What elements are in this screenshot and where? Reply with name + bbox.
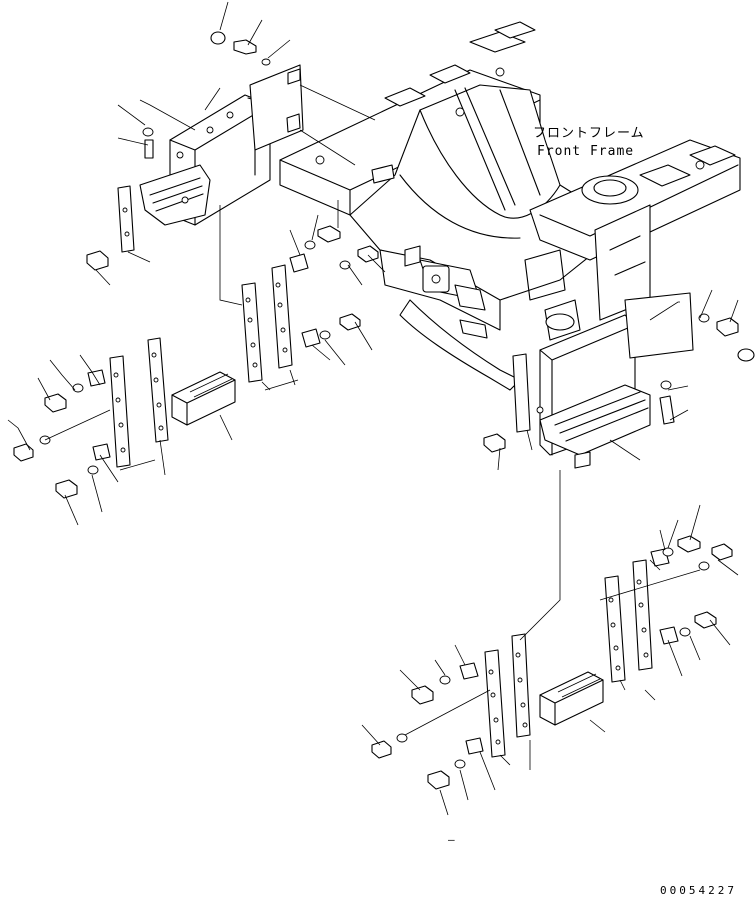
frame-label: フロントフレーム Front Frame — [533, 126, 645, 159]
left-step-assembly — [117, 64, 304, 253]
drawing-number: 00054227 — [660, 884, 737, 897]
front-frame — [279, 21, 741, 391]
right-step-brackets — [459, 548, 679, 758]
minor-mark: – — [448, 833, 458, 846]
left-step-brackets — [87, 253, 321, 468]
frame-label-jp: フロントフレーム — [533, 126, 645, 141]
frame-label-en: Front Frame — [537, 144, 634, 159]
leader-lines — [7, 1, 739, 816]
right-step-assembly — [512, 292, 694, 469]
fasteners — [13, 31, 755, 790]
